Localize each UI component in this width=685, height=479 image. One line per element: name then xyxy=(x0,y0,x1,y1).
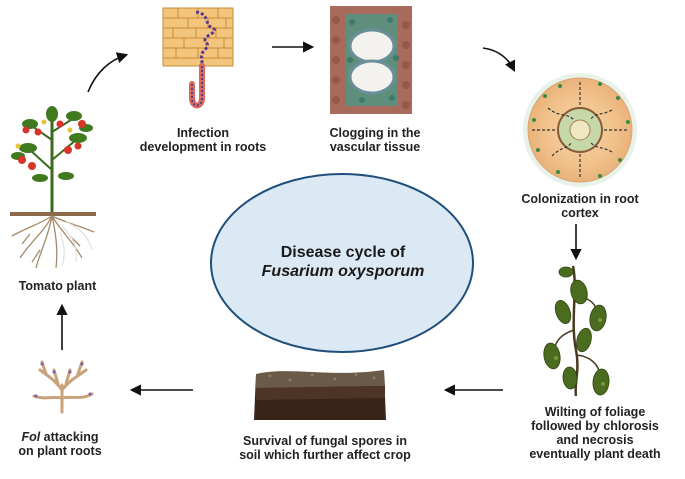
center-title-species: Fusarium oxysporum xyxy=(261,263,425,280)
soil-illustration xyxy=(254,370,386,420)
label-fol: Fol attacking on plant roots xyxy=(18,430,102,458)
label-wilting: Wilting of foliage followed by chlorosis… xyxy=(529,405,661,461)
label-tomato: Tomato plant xyxy=(18,279,97,293)
arrow-clogging-to-colonization xyxy=(482,47,516,73)
fol-spores xyxy=(34,362,92,398)
label-survival: Survival of fungal spores in soil which … xyxy=(239,434,411,462)
fol-roots-illustration xyxy=(32,360,94,414)
tomato-plant-illustration xyxy=(10,106,96,269)
vascular-clogging-illustration xyxy=(330,6,412,114)
arrow-tomato-to-infection xyxy=(87,52,129,93)
center-title-line1: Disease cycle of xyxy=(280,244,406,261)
label-clogging: Clogging in the vascular tissue xyxy=(329,126,421,154)
root-cortex-illustration xyxy=(523,73,637,187)
label-infection: Infection development in roots xyxy=(139,126,267,154)
center-ellipse xyxy=(210,173,474,353)
cycle-arrows xyxy=(56,41,582,396)
infection-roots-illustration xyxy=(162,7,234,109)
label-colonization: Colonization in root cortex xyxy=(521,192,639,220)
center-title: Disease cycle of Fusarium oxysporum xyxy=(210,243,476,281)
wilting-plant-illustration xyxy=(543,265,610,397)
fol-italic: Fol xyxy=(21,430,41,444)
